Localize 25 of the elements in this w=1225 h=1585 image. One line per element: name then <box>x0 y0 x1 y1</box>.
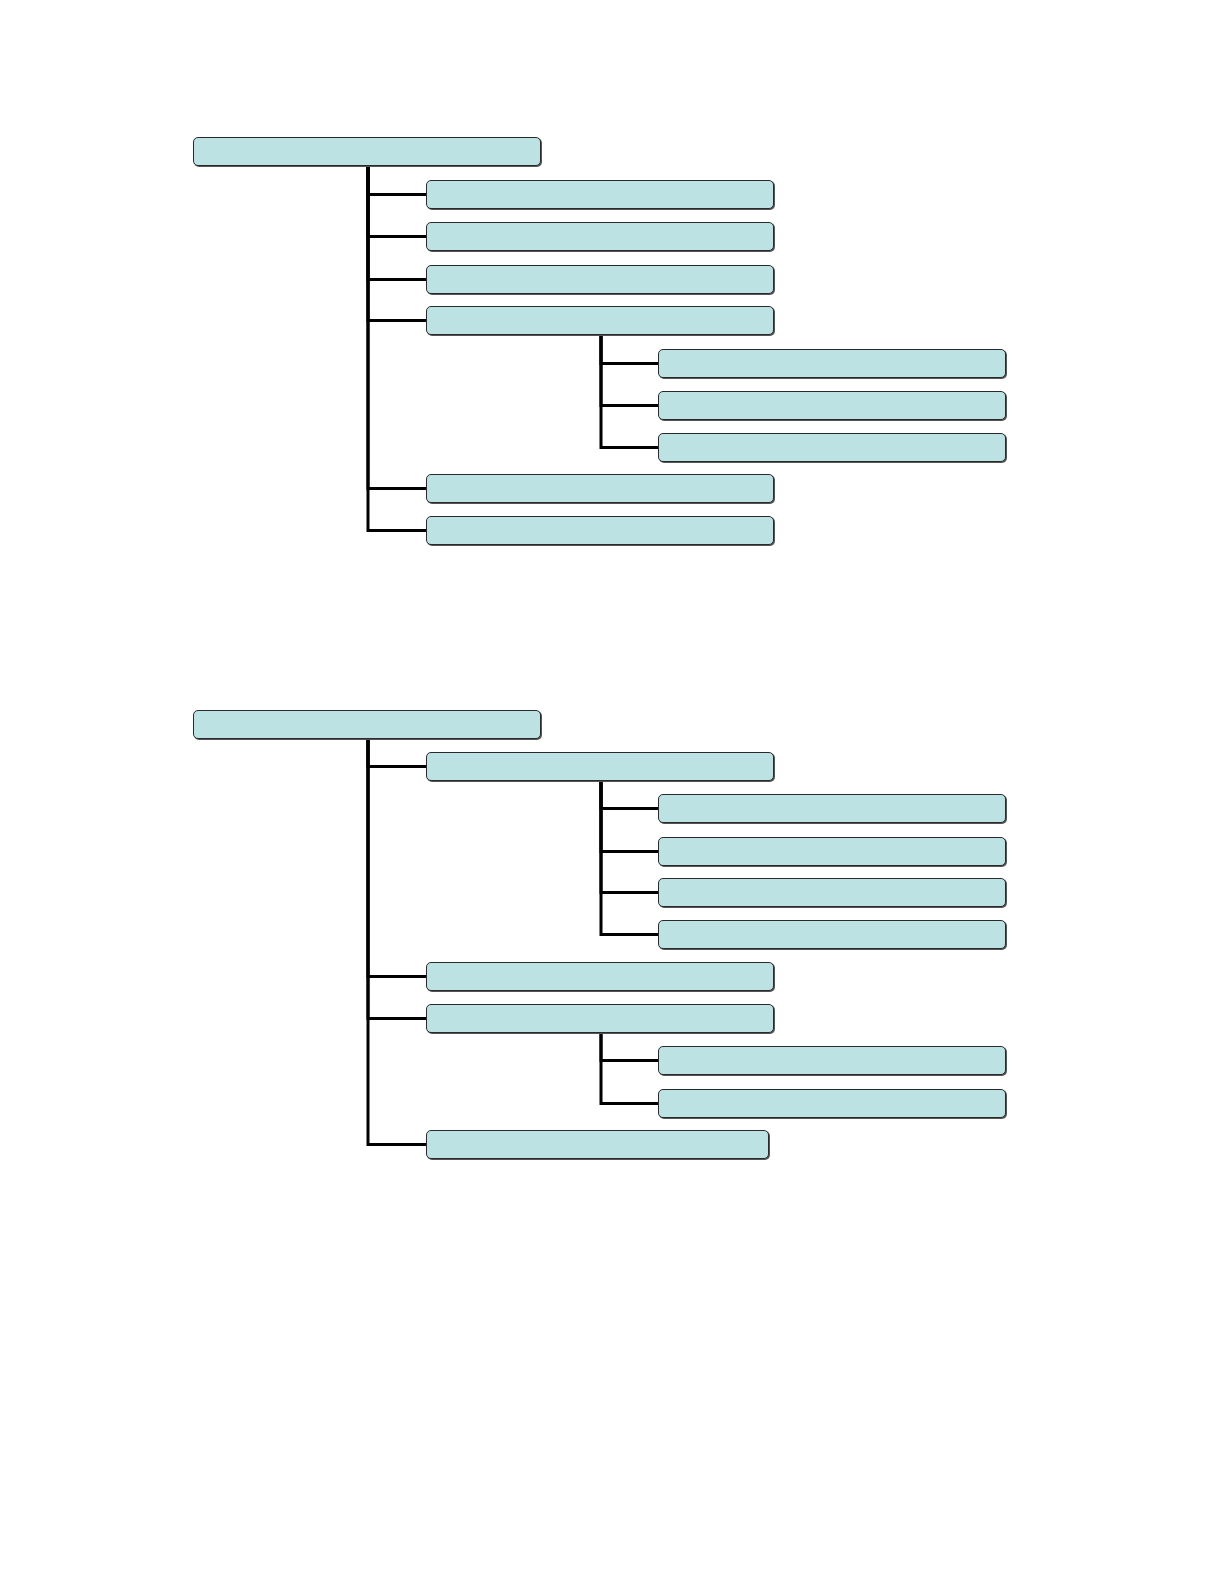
tree-box <box>426 474 774 503</box>
tree-box <box>193 710 541 739</box>
tree-box <box>426 180 774 209</box>
tree-box <box>658 1046 1006 1075</box>
connector-line <box>599 335 658 449</box>
tree-box <box>658 1089 1006 1118</box>
tree-box <box>426 265 774 294</box>
tree-box <box>658 794 1006 823</box>
tree-box <box>426 962 774 991</box>
tree-box <box>658 878 1006 907</box>
tree-box <box>426 306 774 335</box>
tree-box <box>193 137 541 166</box>
connector-line <box>599 781 658 936</box>
tree-box <box>658 349 1006 378</box>
tree-box <box>426 516 774 545</box>
tree-box <box>426 222 774 251</box>
tree-box <box>426 1130 769 1159</box>
tree-box <box>658 391 1006 420</box>
tree-box <box>658 837 1006 866</box>
tree-box <box>426 752 774 781</box>
tree-box <box>426 1004 774 1033</box>
connector-line <box>366 739 426 1146</box>
connector-line <box>599 1033 658 1105</box>
tree-box <box>658 920 1006 949</box>
tree-box <box>658 433 1006 462</box>
